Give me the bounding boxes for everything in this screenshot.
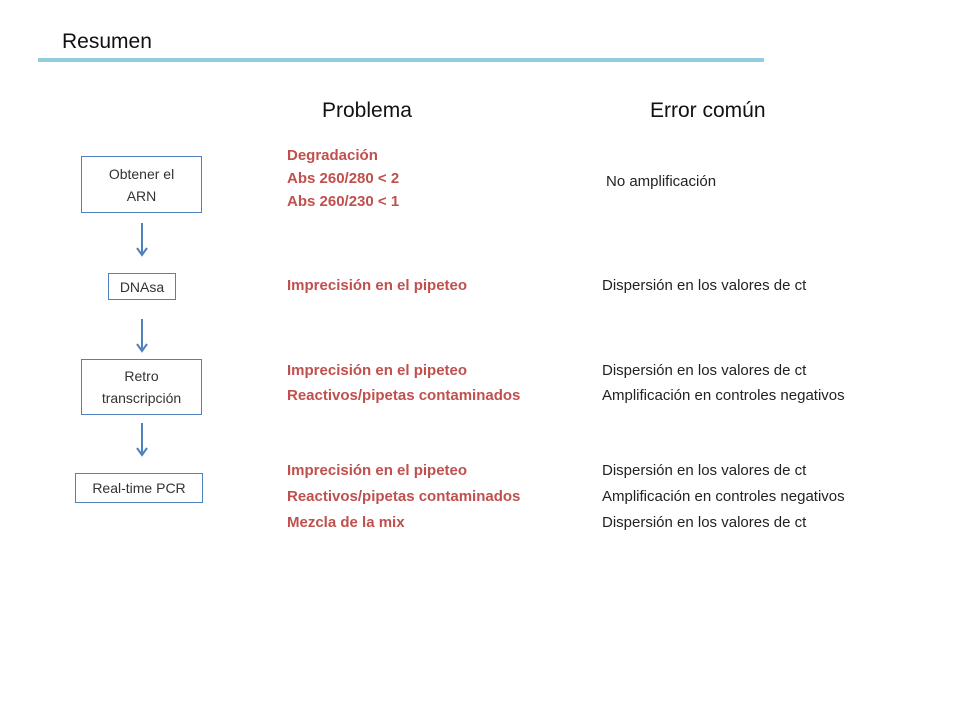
- step-label-line: Retro: [124, 368, 159, 384]
- problem-text: Abs 260/230 < 1: [287, 193, 400, 210]
- arrow-down-icon: [136, 223, 148, 257]
- step-label-line: Real-time PCR: [92, 480, 186, 496]
- problem-text: Imprecisión en el pipeteo: [287, 462, 468, 479]
- step-label-line: transcripción: [101, 390, 182, 406]
- problem-text: Reactivos/pipetas contaminados: [287, 488, 521, 505]
- title-underline: [38, 58, 764, 62]
- error-column-header: Error común: [650, 99, 766, 122]
- arrow-down-icon: [136, 319, 148, 353]
- problem-text: Mezcla de la mix: [287, 514, 405, 531]
- problem-column-header: Problema: [322, 99, 412, 122]
- problem-text: Imprecisión en el pipeteo: [287, 277, 468, 294]
- problem-text: Abs 260/280 < 2: [287, 170, 400, 187]
- step-box-real-time-pcr: Real-time PCR: [75, 473, 203, 503]
- error-text: No amplificación: [606, 173, 717, 190]
- problem-text: Degradación: [287, 147, 378, 164]
- error-text: Dispersión en los valores de ct: [602, 462, 807, 479]
- error-text: Dispersión en los valores de ct: [602, 277, 807, 294]
- problem-text: Imprecisión en el pipeteo: [287, 362, 468, 379]
- page-title: Resumen: [62, 30, 152, 53]
- problem-text: Reactivos/pipetas contaminados: [287, 387, 521, 404]
- error-text: Amplificación en controles negativos: [602, 488, 845, 505]
- step-label-line: Obtener el: [108, 165, 175, 182]
- error-text: Dispersión en los valores de ct: [602, 514, 807, 531]
- arrow-down-icon: [136, 423, 148, 457]
- step-box-retro-transcripcion: Retro transcripción: [81, 359, 202, 415]
- step-label-line: ARN: [126, 187, 157, 204]
- error-text: Dispersión en los valores de ct: [602, 362, 807, 379]
- step-label-line: DNAsa: [119, 278, 165, 295]
- error-text: Amplificación en controles negativos: [602, 387, 845, 404]
- step-box-obtener-arn: Obtener el ARN: [81, 156, 202, 213]
- step-box-dnasa: DNAsa: [108, 273, 176, 300]
